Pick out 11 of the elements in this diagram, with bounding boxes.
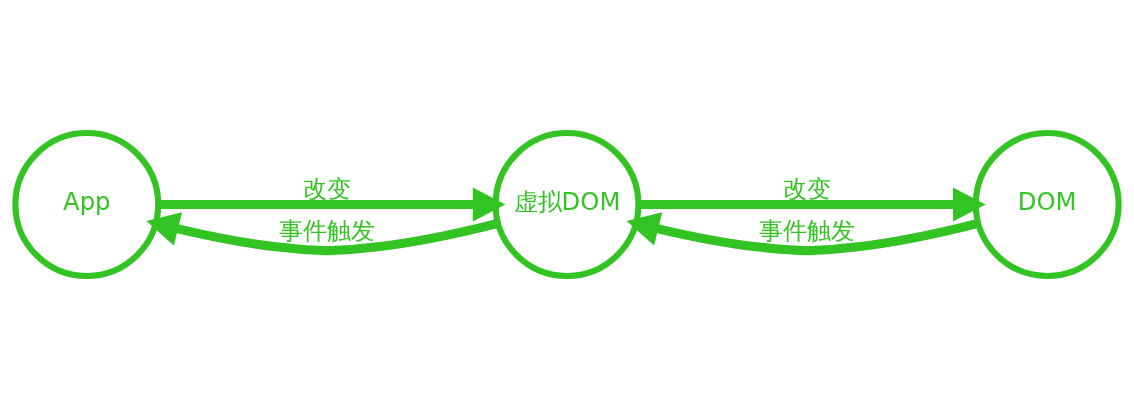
edge-label: 改变 bbox=[302, 173, 351, 203]
arrow bbox=[638, 186, 986, 222]
node-circle: App bbox=[12, 129, 162, 279]
edge-label: 事件触发 bbox=[759, 215, 856, 245]
edge-label: 改变 bbox=[783, 173, 832, 203]
arrow bbox=[626, 211, 980, 255]
node-circle: DOM bbox=[972, 129, 1122, 279]
arrow bbox=[158, 186, 506, 222]
arrow bbox=[146, 211, 500, 255]
node-circle: 虚拟DOM bbox=[492, 129, 642, 279]
edge-label: 事件触发 bbox=[278, 215, 375, 245]
